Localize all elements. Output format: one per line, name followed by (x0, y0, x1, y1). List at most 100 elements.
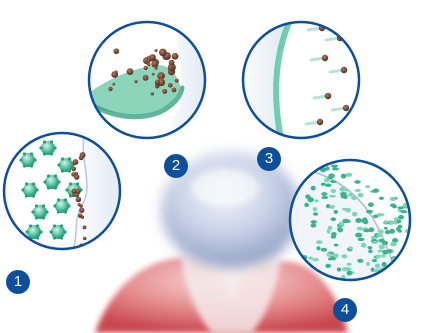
fluoride-droplet (386, 279, 393, 284)
bacteria-spike (53, 204, 56, 207)
bacteria-spike (43, 180, 46, 183)
fluoride-droplet (321, 248, 328, 252)
plaque-speck (75, 193, 79, 197)
plaque-particle (159, 49, 167, 57)
fluoride-droplet (311, 186, 316, 191)
bacteria-spike (19, 158, 22, 161)
bacteria-spike (53, 224, 56, 227)
bacteria-spike (61, 157, 64, 160)
fluoride-droplet (376, 233, 383, 237)
fluoride-droplet (394, 276, 400, 281)
fluoride-droplet (326, 253, 331, 257)
fluoride-droplet (341, 254, 347, 258)
step-number-badge-3: 3 (257, 147, 281, 171)
bacteria-colony (33, 205, 47, 219)
fluoride-droplet (398, 230, 402, 233)
bacteria-spike (67, 204, 70, 207)
fluoride-droplet (379, 197, 384, 200)
fluoride-droplet (349, 246, 353, 250)
fluoride-droplet (334, 210, 338, 214)
bacteria-spike (25, 194, 28, 197)
plaque-particle (172, 88, 177, 93)
plaque-particle (112, 83, 115, 86)
fluoride-droplet (332, 167, 338, 170)
plaque-particle (134, 80, 137, 83)
bacteria-spike (54, 174, 57, 177)
fluoride-droplet (312, 258, 319, 261)
bubble-step-4 (290, 160, 410, 285)
fluoride-droplet (357, 259, 363, 263)
fluoride-droplet (397, 219, 402, 223)
fluoride-droplet (345, 189, 349, 192)
fluoride-droplet (384, 220, 388, 224)
bacteria-spike (61, 169, 64, 172)
plaque-particle (155, 80, 160, 85)
fluoride-droplet (342, 208, 348, 211)
fluoride-droplet (346, 220, 351, 223)
plaque-particle (168, 83, 173, 88)
plaque-particle (155, 49, 158, 52)
bacteria-spike (36, 236, 39, 239)
plaque-particle (108, 87, 112, 91)
fluoride-droplet (380, 230, 384, 233)
step-number-badge-1: 1 (6, 270, 30, 294)
fluoride-droplet (328, 173, 334, 178)
fluoride-droplet (363, 229, 370, 232)
bacteria-spike (33, 158, 36, 161)
fluoride-droplet (321, 276, 328, 279)
repelled-particle (317, 119, 323, 125)
bacteria-spike (25, 230, 28, 233)
fluoride-droplet (311, 223, 317, 227)
bacteria-spike (57, 198, 60, 201)
bacteria-spike (30, 152, 33, 155)
bacteria-spike (21, 188, 24, 191)
fluoride-droplet (324, 178, 330, 182)
fluoride-droplet (389, 229, 395, 234)
fluoride-droplet (315, 162, 320, 166)
fluoride-droplet (331, 217, 337, 221)
bacteria-spike (42, 204, 45, 207)
plaque-speck (74, 174, 80, 180)
bacteria-spike (45, 210, 48, 213)
fluoride-droplet (390, 197, 396, 201)
plaque-speck (71, 167, 76, 172)
bacteria-spike (39, 146, 42, 149)
fluoride-droplet (351, 196, 357, 200)
fluoride-droplet (304, 203, 309, 207)
fluoride-droplet (321, 183, 326, 186)
bacteria-spike (69, 194, 72, 197)
fluoride-droplet (400, 210, 407, 213)
bacteria-spike (69, 182, 72, 185)
bacteria-spike (47, 174, 50, 177)
bacteria-spike (42, 216, 45, 219)
fluoride-droplet (355, 233, 362, 238)
fluoride-droplet (307, 197, 314, 202)
plaque-particle (111, 71, 118, 78)
fluoride-droplet (375, 263, 380, 268)
fluoride-droplet (397, 206, 404, 209)
bacteria-spike (54, 186, 57, 189)
bacteria-colony (59, 158, 73, 172)
fluoride-droplet (311, 220, 317, 224)
plaque-particle (162, 89, 167, 94)
plaque-speck (83, 225, 87, 229)
plaque-particle (169, 60, 175, 66)
fluoride-droplet (382, 275, 386, 278)
fluoride-droplet (366, 210, 373, 214)
fluoride-droplet (379, 213, 385, 216)
plaque-particle (151, 60, 158, 67)
bacteria-spike (57, 163, 60, 166)
bacteria-spike (29, 224, 32, 227)
bacteria-colony (23, 183, 37, 197)
fluoride-droplet (321, 196, 328, 199)
repelled-particle (322, 55, 328, 61)
plaque-particle (152, 73, 155, 76)
bacteria-spike (64, 198, 67, 201)
bacteria-spike (43, 152, 46, 155)
bacteria-spike (64, 210, 67, 213)
fluoride-droplet (325, 166, 329, 170)
bubble-step-1 (4, 130, 130, 255)
bacteria-spike (53, 146, 56, 149)
